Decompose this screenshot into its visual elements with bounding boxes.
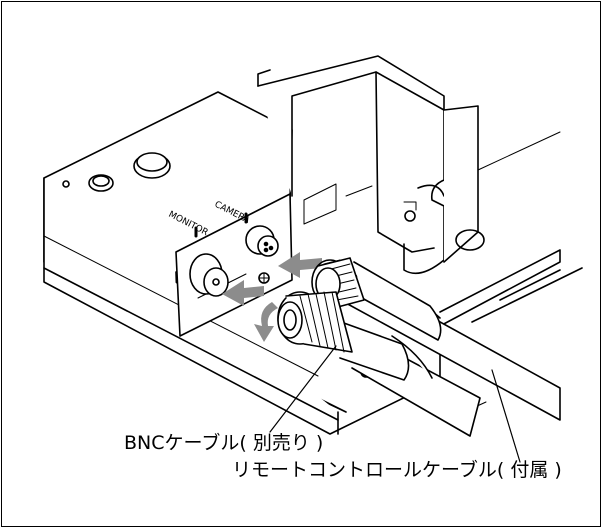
arrow-monitor-icon xyxy=(222,280,264,306)
connector-panel xyxy=(175,193,372,378)
camera-port-icon xyxy=(245,225,279,257)
right-knob-icon xyxy=(455,229,485,251)
top-button-small-icon xyxy=(88,174,114,192)
top-button-large-icon xyxy=(133,152,171,179)
insert-arrows xyxy=(222,252,322,342)
remote-leader-line xyxy=(491,369,521,463)
remote-cable-callout: リモートコントロールケーブル( 付属 ) xyxy=(232,459,562,481)
arrow-camera-icon xyxy=(278,252,322,278)
bnc-cable-callout: BNCケーブル( 別売り ) xyxy=(124,432,324,454)
screw-icon xyxy=(258,272,270,284)
arrow-rotate-icon xyxy=(254,302,278,342)
bnc-leader-line xyxy=(269,345,337,433)
remote-control-cable xyxy=(311,257,561,421)
bnc-cable xyxy=(277,291,481,437)
status-led-icon xyxy=(62,180,70,188)
monitor-port-icon xyxy=(189,253,229,297)
